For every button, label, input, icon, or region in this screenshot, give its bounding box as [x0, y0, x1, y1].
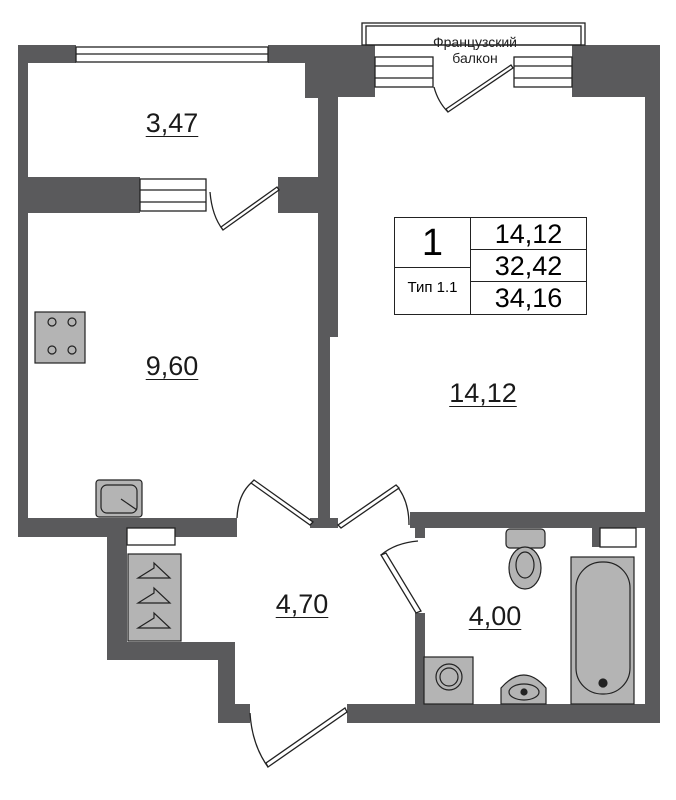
- washbasin-icon: [500, 674, 547, 705]
- total-area: 32,42: [471, 250, 586, 282]
- doors: [126, 64, 637, 768]
- room-area-bathroom: 4,00: [468, 601, 522, 631]
- windows: [75, 22, 586, 212]
- walls: [18, 45, 660, 723]
- room-area-balcony: 3,47: [145, 108, 199, 138]
- wardrobe-hangers-icon: [127, 553, 182, 642]
- french-balcony-label: Французский балкон: [395, 34, 555, 66]
- apartment-summary-table: 1 Тип 1.1 14,12 32,42 34,16: [394, 217, 587, 315]
- apartment-type: Тип 1.1: [395, 268, 471, 314]
- room-area-hallway: 4,70: [275, 589, 329, 619]
- washing-machine-icon: [423, 656, 474, 705]
- bathtub-icon: [570, 556, 635, 705]
- room-area-living: 14,12: [449, 378, 517, 408]
- rooms-count: 1: [395, 218, 471, 268]
- toilet-icon: [505, 528, 546, 590]
- total-area-with-balcony: 34,16: [494, 283, 563, 313]
- kitchen-sink-icon: [95, 479, 143, 518]
- fixtures: [34, 311, 635, 705]
- room-area-kitchen: 9,60: [145, 351, 199, 381]
- living-area: 14,12: [471, 218, 586, 250]
- stove-icon: [34, 311, 86, 364]
- balcony-label-line2: балкон: [452, 50, 498, 66]
- balcony-label-line1: Французский: [433, 34, 517, 50]
